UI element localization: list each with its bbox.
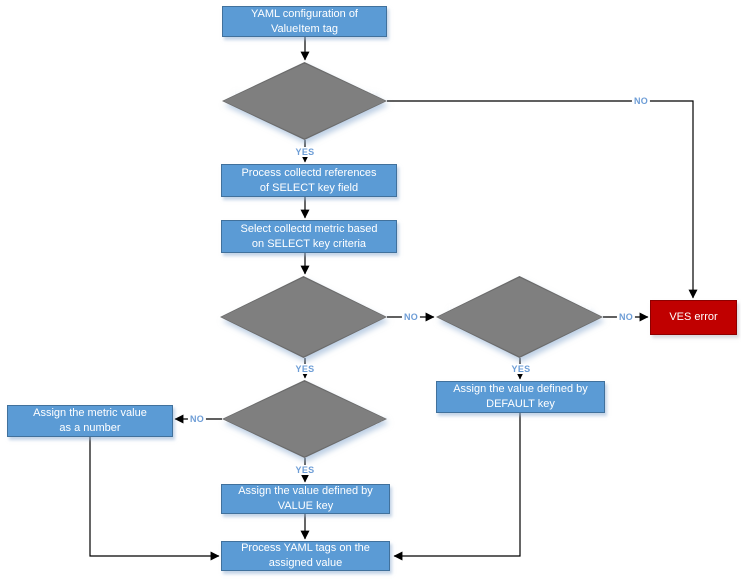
diamond-shape: [220, 276, 387, 358]
node-assign-value-key: Assign the value defined by VALUE key: [221, 484, 390, 514]
diamond-shape: [222, 62, 387, 140]
node-process-references-label: Process collectd references of SELECT ke…: [241, 166, 377, 194]
node-assign-default-value: Assign the value defined by DEFAULT key: [436, 381, 605, 413]
node-assign-value-key-label: Assign the value defined by VALUE key: [238, 485, 373, 512]
node-assign-metric-number-label: Assign the metric value as a number: [33, 407, 147, 434]
node-value-key-decision: Is VALUE key defined in the tag?: [222, 380, 387, 458]
edge-label-no-value: NO: [187, 414, 207, 424]
node-start: YAML configuration of ValueItem tag: [222, 6, 387, 37]
edge-label-yes-value: YES: [293, 465, 317, 475]
diamond-shape: [436, 276, 603, 358]
node-select-key-decision: Is SELECT key defined in the tag?: [222, 62, 387, 140]
edge-assign-default-to-process-yaml: [393, 413, 521, 561]
node-ves-error-label: VES error: [669, 311, 718, 323]
node-select-metric-label: Select collectd metric based on SELECT k…: [240, 222, 378, 250]
edge-label-no-select: NO: [631, 96, 651, 106]
edge-select-no-to-ves-error: [387, 100, 698, 299]
edge-label-no-default: NO: [616, 312, 636, 322]
edge-label-yes-default: YES: [509, 364, 533, 374]
node-assign-metric-number: Assign the metric value as a number: [7, 405, 173, 437]
node-start-label: YAML configuration of ValueItem tag: [250, 7, 358, 35]
edge-label-yes-metric: YES: [293, 364, 317, 374]
edge-label-yes-select: YES: [293, 147, 317, 157]
node-default-key-decision: Is DEFAUL key defined in the tag?: [436, 276, 603, 358]
node-ves-error: VES error: [650, 300, 737, 335]
node-select-metric: Select collectd metric based on SELECT k…: [221, 220, 397, 253]
edge-label-no-metric: NO: [401, 312, 421, 322]
diamond-shape: [222, 380, 387, 458]
edge-assign-metric-to-process-yaml: [89, 437, 220, 561]
node-process-yaml-tags-label: Process YAML tags on the assigned value: [241, 542, 370, 569]
node-metric-selected-decision: Is metric selected by given criteria?: [220, 276, 387, 358]
node-process-references: Process collectd references of SELECT ke…: [221, 164, 397, 197]
node-process-yaml-tags: Process YAML tags on the assigned value: [221, 541, 390, 571]
node-assign-default-value-label: Assign the value defined by DEFAULT key: [453, 383, 588, 410]
